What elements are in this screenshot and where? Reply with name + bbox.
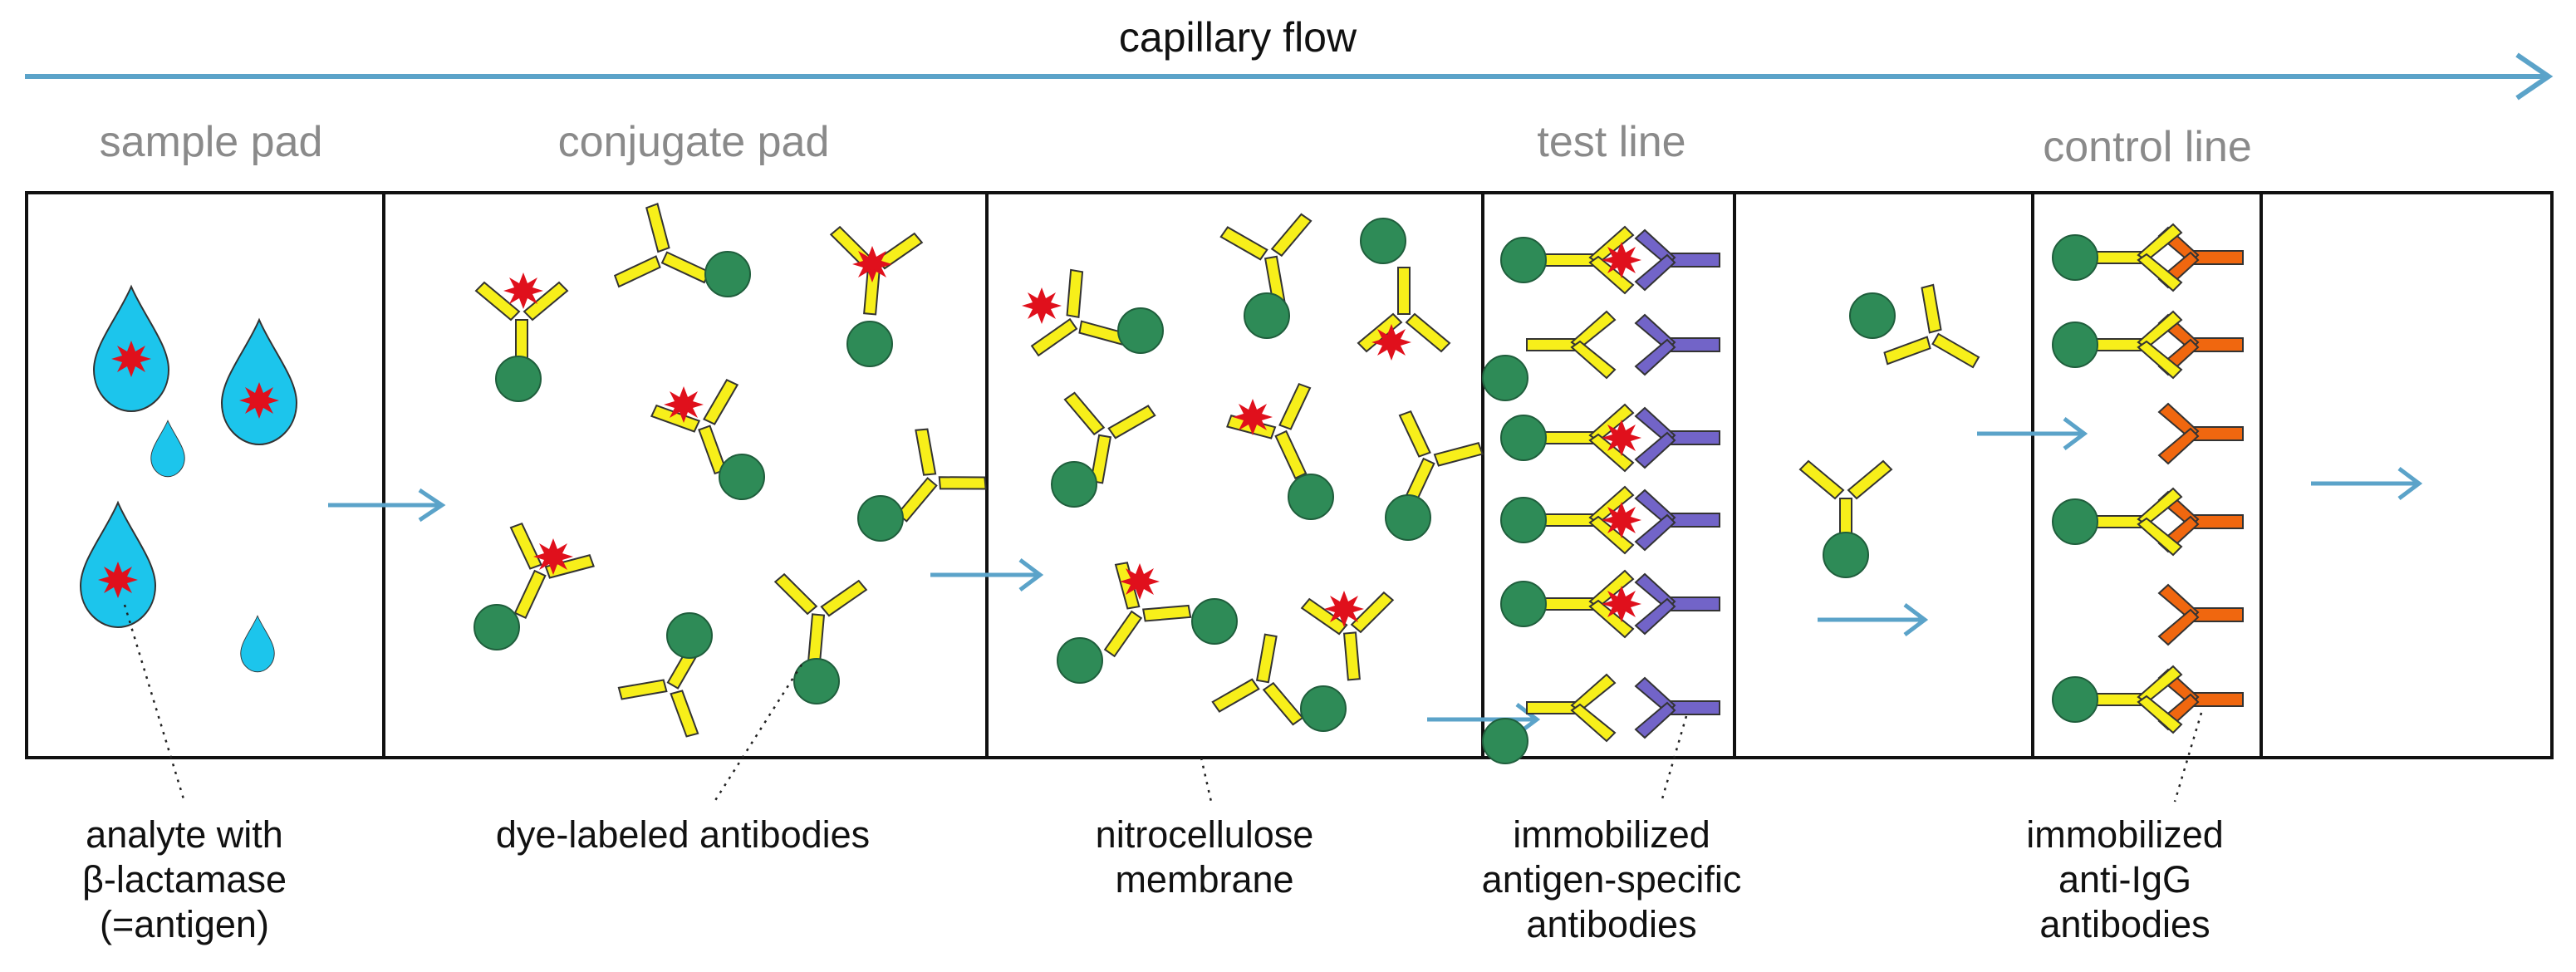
test-line-antibodies	[1482, 226, 1720, 764]
caption-line: analyte with	[86, 813, 283, 856]
antibody	[2093, 488, 2182, 556]
antibody	[768, 572, 868, 666]
dye-particle	[1051, 461, 1097, 508]
caption-line: immobilized	[2026, 813, 2224, 856]
dye-particle	[793, 658, 840, 704]
dye-particle	[1117, 307, 1164, 354]
test-strip-frame	[25, 191, 2554, 759]
dye-particle	[846, 321, 893, 367]
capture-antibody	[1635, 489, 1720, 551]
sample-droplets	[80, 286, 297, 673]
control-line-antibodies	[2052, 223, 2244, 734]
dye-particle	[2052, 498, 2098, 545]
dye-particle	[857, 495, 904, 542]
anti-igg-antibody	[2158, 403, 2244, 464]
dye-particle	[1823, 532, 1869, 578]
analyte-caption: analyte with β-lactamase (=antigen)	[82, 812, 287, 947]
immobilized-specific-caption: immobilized antigen-specific antibodies	[1482, 812, 1742, 947]
dye-particle	[495, 356, 542, 402]
capture-antibody	[1635, 573, 1720, 635]
dye-particle	[2052, 234, 2098, 281]
antibody	[2093, 223, 2182, 292]
capillary-flow-label: capillary flow	[1118, 14, 1357, 61]
sample-pad-label: sample pad	[99, 118, 323, 166]
dye-particle	[1057, 637, 1103, 684]
dye-particle	[1500, 581, 1547, 627]
dye-particle	[666, 612, 713, 659]
caption-line: nitrocellulose	[1095, 813, 1314, 856]
dye-particle	[1500, 497, 1547, 543]
dye-particle	[1849, 292, 1896, 339]
caption-line: anti-IgG	[2058, 858, 2192, 901]
capture-antibody	[1635, 314, 1720, 376]
dye-labeled-antibodies-caption: dye-labeled antibodies	[496, 812, 870, 857]
capture-antibody	[1635, 407, 1720, 469]
antibody	[2093, 665, 2182, 734]
antigen	[1022, 287, 1062, 324]
capillary-flow-arrow	[25, 52, 2554, 101]
dye-particles	[473, 218, 1896, 732]
dye-particle	[704, 251, 751, 297]
immobilized-anti-igg-caption: immobilized anti-IgG antibodies	[2026, 812, 2224, 947]
nitrocellulose-membrane-caption: nitrocellulose membrane	[1096, 812, 1314, 902]
caption-line: membrane	[1115, 858, 1294, 901]
caption-line: β-lactamase	[82, 858, 287, 901]
antibody	[1008, 264, 1131, 390]
flow-arrows	[328, 417, 2423, 736]
test-line-label: test line	[1537, 118, 1686, 166]
antibody	[1210, 626, 1317, 727]
antibody	[2093, 311, 2182, 379]
dye-labeled-antibodies	[475, 199, 1999, 742]
capture-antibody	[1635, 229, 1720, 291]
dye-particle	[1244, 292, 1290, 339]
antibody	[1357, 267, 1450, 352]
dye-particle	[1385, 494, 1431, 541]
dye-particle	[473, 604, 520, 650]
caption-line: (=antigen)	[100, 903, 269, 945]
control-line-label: control line	[2043, 123, 2252, 171]
antibody	[1879, 279, 1999, 403]
caption-leaders	[123, 604, 2203, 803]
caption-line: antibodies	[2039, 903, 2210, 945]
dye-particle	[1191, 598, 1238, 645]
dye-particle	[1500, 415, 1547, 461]
antibody	[610, 199, 727, 320]
dye-particle	[1500, 237, 1547, 283]
dye-particle	[1482, 355, 1528, 401]
antibody	[1526, 311, 1616, 379]
capture-antibody	[1635, 677, 1720, 739]
dye-particle	[1360, 218, 1406, 264]
caption-line: dye-labeled antibodies	[495, 813, 871, 856]
dye-particle	[1300, 685, 1347, 732]
antibody	[1526, 674, 1616, 742]
dye-particle	[719, 454, 765, 500]
caption-line: immobilized	[1513, 813, 1710, 856]
caption-line: antigen-specific	[1481, 858, 1742, 901]
anti-igg-antibody	[2158, 584, 2244, 646]
caption-line: antibodies	[1526, 903, 1697, 945]
conjugate-pad-label: conjugate pad	[557, 118, 830, 166]
dye-particle	[2052, 676, 2098, 723]
dye-particle	[1482, 718, 1528, 764]
dye-particle	[1288, 474, 1334, 520]
dye-particle	[2052, 322, 2098, 368]
